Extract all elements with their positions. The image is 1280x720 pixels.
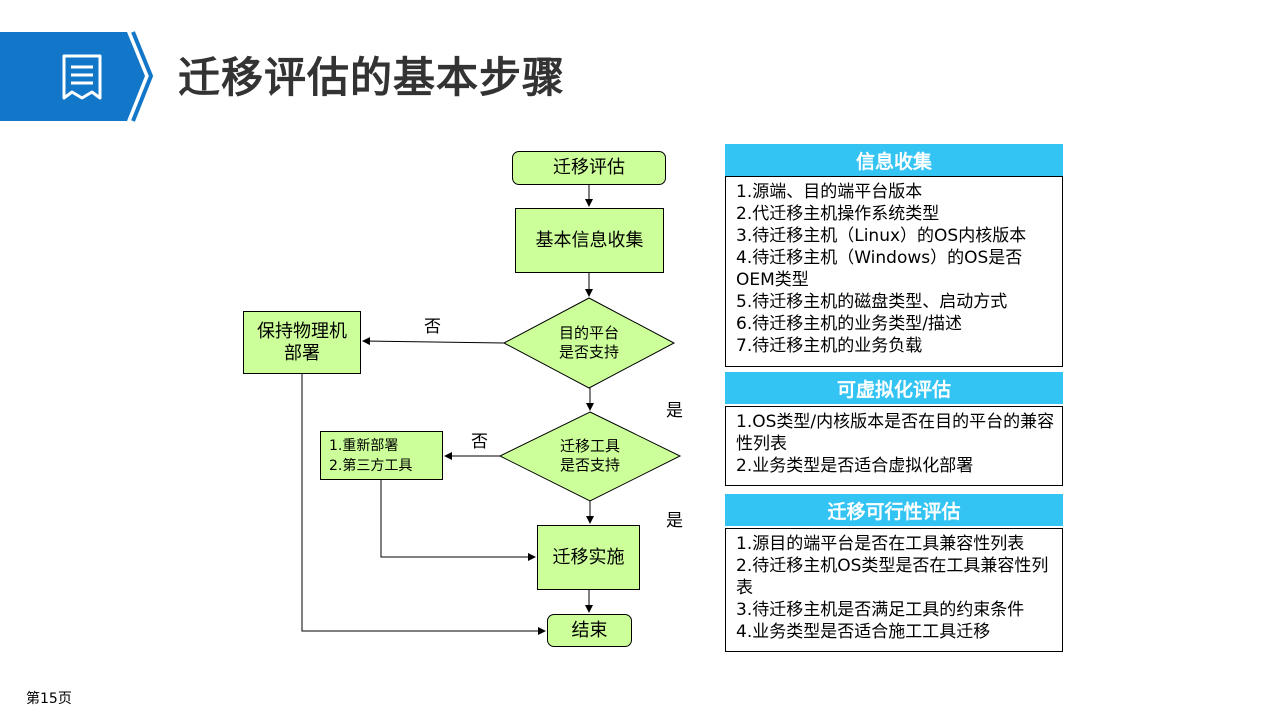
- keep-physical-node: 保持物理机部署: [243, 311, 361, 374]
- end-node: 结束: [547, 614, 632, 647]
- decision-tool-diamond: [498, 411, 682, 502]
- panel-feasibility-header: 迁移可行性评估: [725, 494, 1063, 526]
- decision-platform-diamond: [502, 297, 676, 389]
- decision-tool-label: 迁移工具是否支持: [559, 437, 620, 474]
- collect-node: 基本信息收集: [515, 208, 664, 273]
- decision-platform-label: 目的平台是否支持: [558, 324, 619, 361]
- list-item: 2.待迁移主机OS类型是否在工具兼容性列表: [736, 556, 1049, 598]
- panel-info-collection-header: 信息收集: [725, 144, 1063, 176]
- list-item: 6.待迁移主机的业务类型/描述: [736, 314, 962, 334]
- list-item: 2.业务类型是否适合虚拟化部署: [736, 456, 974, 476]
- list-item: 1.源目的端平台是否在工具兼容性列表: [736, 534, 1025, 554]
- panel-info-collection-body: 1.源端、目的端平台版本 2.代迁移主机操作系统类型 3.待迁移主机（Linux…: [725, 176, 1063, 367]
- list-item: 3.待迁移主机（Linux）的OS内核版本: [736, 226, 1027, 246]
- start-node: 迁移评估: [512, 151, 666, 185]
- header-banner: [0, 31, 154, 122]
- panel-virtualization-body: 1.OS类型/内核版本是否在目的平台的兼容性列表 2.业务类型是否适合虚拟化部署: [725, 406, 1063, 486]
- page-title: 迁移评估的基本步骤: [178, 53, 566, 102]
- list-item: 1.OS类型/内核版本是否在目的平台的兼容性列表: [736, 412, 1055, 454]
- panel-virtualization-header: 可虚拟化评估: [725, 372, 1063, 404]
- list-item: 7.待迁移主机的业务负载: [736, 336, 923, 356]
- panel-feasibility-body: 1.源目的端平台是否在工具兼容性列表 2.待迁移主机OS类型是否在工具兼容性列表…: [725, 528, 1063, 652]
- yes-label-tool: 是: [666, 511, 683, 531]
- list-item: 4.待迁移主机（Windows）的OS是否OEM类型: [736, 248, 1023, 290]
- document-list-icon: [62, 54, 102, 100]
- list-item: 1.源端、目的端平台版本: [736, 182, 923, 202]
- page-number: 第15页: [26, 691, 72, 707]
- implement-node: 迁移实施: [537, 525, 640, 590]
- list-item: 3.待迁移主机是否满足工具的约束条件: [736, 600, 1025, 620]
- list-item: 2.代迁移主机操作系统类型: [736, 204, 940, 224]
- no-label-tool: 否: [471, 432, 488, 452]
- list-item: 4.业务类型是否适合施工工具迁移: [736, 622, 991, 642]
- yes-label-platform: 是: [666, 401, 683, 421]
- list-item: 5.待迁移主机的磁盘类型、启动方式: [736, 292, 1008, 312]
- no-label-platform: 否: [424, 317, 441, 337]
